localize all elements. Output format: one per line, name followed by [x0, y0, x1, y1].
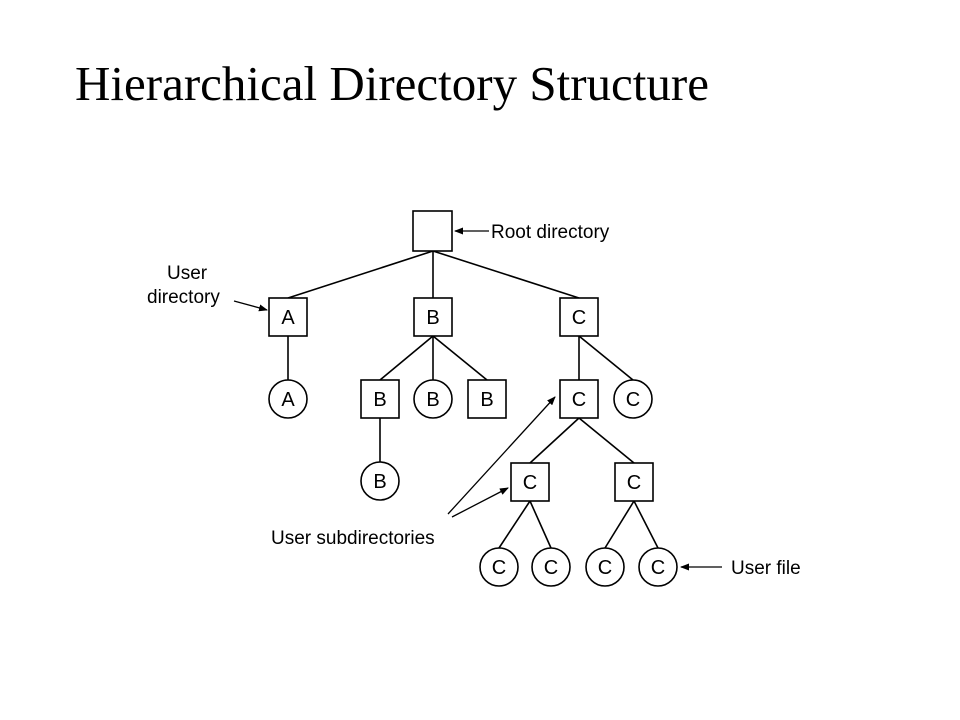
file-label-b-deep: B — [373, 471, 386, 493]
directory-node: A — [268, 297, 308, 337]
directory-node: C — [614, 462, 654, 502]
subdirectory-label-b2: B — [480, 389, 493, 411]
file-node: B — [360, 461, 400, 501]
file-circle-c3 — [585, 547, 625, 587]
subdirectory-label-b: B — [373, 389, 386, 411]
file-node: A — [268, 379, 308, 419]
file-node: B — [413, 379, 453, 419]
file-circle-c1 — [479, 547, 519, 587]
file-node: C — [585, 547, 625, 587]
directory-box-a — [268, 297, 308, 337]
file-circle-b — [413, 379, 453, 419]
directory-node: B — [467, 379, 507, 419]
subdirectory-box-b — [360, 379, 400, 419]
directory-label-a: A — [281, 307, 295, 329]
edge-dir-c-to-subdir-c1 — [529, 417, 580, 464]
subdirectory-box-c1 — [510, 462, 550, 502]
directory-box-c — [559, 297, 599, 337]
file-circle-c — [613, 379, 653, 419]
subdirectory-label-c1: C — [523, 472, 537, 494]
file-label-c2: C — [544, 557, 558, 579]
directory-label-c: C — [572, 307, 586, 329]
user-subdirectories-annotation: User subdirectories — [271, 528, 435, 549]
file-label-a: A — [281, 389, 295, 411]
user-directory-arrow — [233, 300, 268, 312]
directory-node: C — [510, 462, 550, 502]
subdirectory-box-b2 — [467, 379, 507, 419]
directory-node: C — [559, 379, 599, 419]
user-directory-annotation-line2: directory — [147, 287, 220, 308]
edge-root-to-c — [432, 250, 580, 299]
subdirectory-label-c2: C — [627, 472, 641, 494]
directory-label-b: B — [426, 307, 439, 329]
edge-subdir-c1-to-file-2 — [529, 500, 552, 549]
file-node: C — [613, 379, 653, 419]
edge-subdir-c2-to-file-3 — [604, 500, 635, 549]
annotation-arrows — [233, 227, 722, 571]
file-node: C — [531, 547, 571, 587]
edge-subdir-c2-to-file-4 — [633, 500, 659, 549]
user-subdirectories-arrow-lower — [451, 487, 509, 518]
directory-box-b — [413, 297, 453, 337]
edge-b-to-dir-b2 — [432, 335, 488, 381]
root-directory-annotation: Root directory — [491, 222, 610, 243]
tree-edges — [287, 250, 659, 549]
file-label-c4: C — [651, 557, 665, 579]
root-directory-box — [412, 210, 453, 252]
root-directory-node — [412, 210, 453, 252]
directory-node: B — [360, 379, 400, 419]
file-node: C — [479, 547, 519, 587]
user-directory-annotation-line1: User — [167, 263, 208, 284]
edge-dir-c-to-subdir-c2 — [578, 417, 635, 464]
directory-node: C — [559, 297, 599, 337]
directory-node: B — [413, 297, 453, 337]
subdirectory-box-c — [559, 379, 599, 419]
file-label-c1: C — [492, 557, 506, 579]
user-file-annotation: User file — [731, 558, 801, 579]
file-label-b: B — [426, 389, 439, 411]
user-subdirectories-arrow-upper — [447, 396, 556, 515]
file-label-c3: C — [598, 557, 612, 579]
subdirectory-box-c2 — [614, 462, 654, 502]
edge-subdir-c1-to-file-1 — [498, 500, 531, 549]
edge-root-to-a — [287, 250, 434, 299]
slide-title: Hierarchical Directory Structure — [75, 56, 709, 111]
file-circle-a — [268, 379, 308, 419]
file-circle-c4 — [638, 547, 678, 587]
file-circle-b-deep — [360, 461, 400, 501]
file-label-c: C — [626, 389, 640, 411]
edge-b-to-dir-b — [379, 335, 434, 381]
file-circle-c2 — [531, 547, 571, 587]
subdirectory-label-c: C — [572, 389, 586, 411]
edge-c-to-file-c — [578, 335, 634, 381]
file-node: C — [638, 547, 678, 587]
